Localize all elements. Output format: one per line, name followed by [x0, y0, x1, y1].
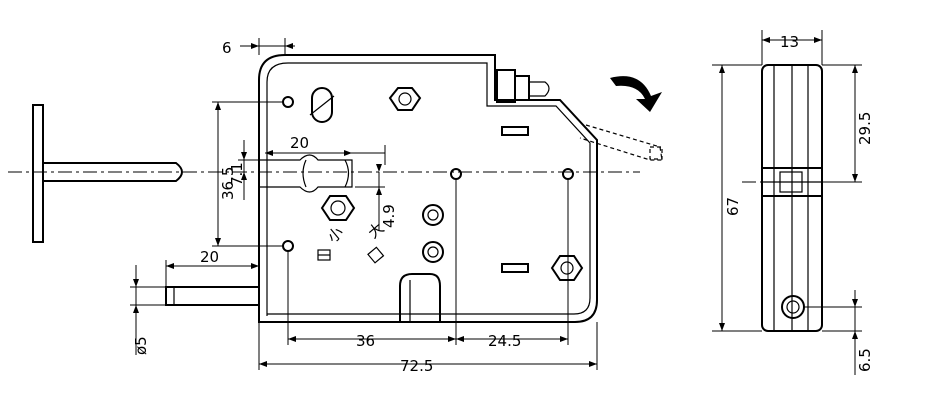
- hex-nut-top: [388, 87, 422, 111]
- marking-square-icon: [317, 249, 331, 261]
- dim-hole-spacing-label: 36: [356, 332, 375, 350]
- dim-top-offset: 6: [222, 38, 295, 57]
- bolt-tongue: [259, 154, 353, 193]
- dim-height-center-label: 36.5: [219, 167, 237, 200]
- dim-side-width-label: 13: [780, 33, 799, 51]
- dim-pin-diameter: ø5: [130, 265, 166, 355]
- center-hole: [450, 168, 462, 180]
- dim-overall-width: 72.5: [258, 322, 598, 375]
- dim-side-height-label: 67: [724, 197, 742, 216]
- dim-pin-diameter-label: ø5: [132, 336, 150, 355]
- dim-top-offset-label: 6: [222, 39, 232, 57]
- mounting-hole-top: [282, 96, 294, 108]
- dim-pin-length-label: 20: [200, 248, 219, 266]
- slot-lower-right: [501, 263, 529, 273]
- marking-diamond-icon: [367, 246, 385, 264]
- side-view-body: [761, 64, 823, 332]
- hex-nut-bottom: [550, 255, 584, 281]
- mounting-hole-bottom: [282, 240, 294, 252]
- dim-bolt-length: 20: [265, 134, 386, 165]
- hex-nut-middle: [320, 195, 356, 221]
- rotation-arrow-icon: [610, 76, 662, 112]
- latch-open-position: [579, 124, 663, 161]
- dim-hole-spacing: 36 24.5: [287, 179, 569, 350]
- dim-offset-vertical-label: 4.9: [380, 204, 398, 228]
- lock-body-outline: [258, 54, 598, 323]
- side-view-hole: [781, 295, 805, 319]
- slot-upper-right: [501, 126, 529, 136]
- dim-side-width: 13: [761, 30, 823, 65]
- key-shaft: [43, 162, 183, 182]
- dim-offset-small: 7.1: [228, 140, 260, 200]
- top-bracket: [496, 69, 550, 103]
- dim-offset-vertical: 4.9: [355, 164, 398, 230]
- dim-side-height: 67: [712, 64, 762, 332]
- dim-overall-width-label: 72.5: [400, 357, 433, 375]
- key-plate: [32, 104, 44, 243]
- adjust-screw-lower: [422, 241, 444, 263]
- marking-small-label: 小: [324, 223, 347, 246]
- dim-side-lower: 6.5: [804, 290, 874, 375]
- dim-height-center: 36.5: [212, 101, 282, 247]
- slot-top: [311, 87, 333, 123]
- plunger-pin: [165, 286, 260, 306]
- dim-hole-offset-label: 24.5: [488, 332, 521, 350]
- dim-bolt-length-label: 20: [290, 134, 309, 152]
- dim-side-upper-label: 29.5: [856, 112, 874, 145]
- dim-pin-length: 20: [165, 248, 260, 287]
- dim-offset-small-label: 7.1: [228, 162, 246, 186]
- dim-side-lower-label: 6.5: [856, 348, 874, 372]
- adjust-screw-upper: [422, 204, 444, 226]
- right-hole: [562, 168, 574, 180]
- latch-cam: [399, 273, 441, 322]
- dim-side-upper: 29.5: [822, 64, 874, 183]
